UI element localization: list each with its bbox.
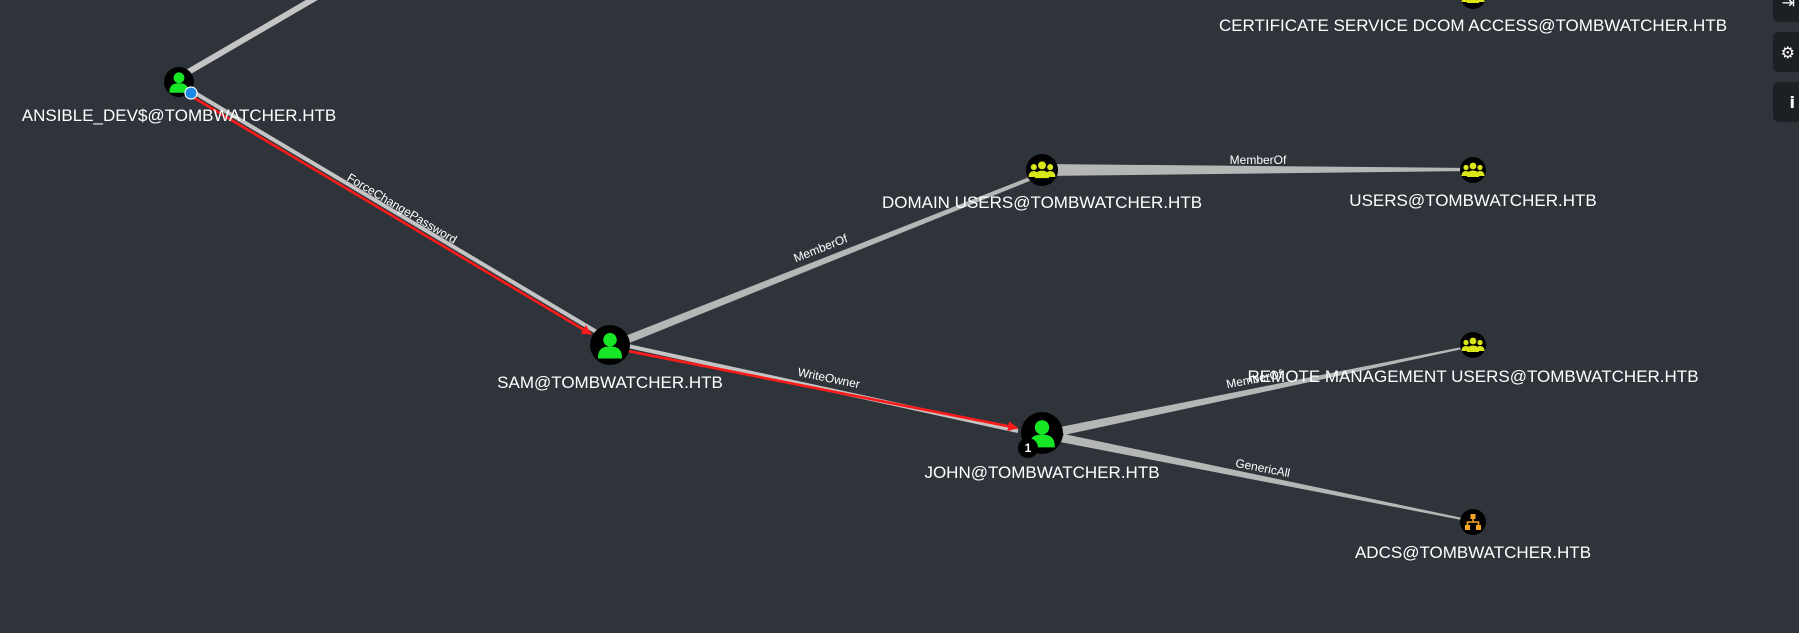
edge-domain-users-memberof-users[interactable]: MemberOf [1042,153,1473,176]
edge-label-memberof: MemberOf [1230,153,1287,167]
node-label: ADCS@TOMBWATCHER.HTB [1355,543,1591,562]
edge-ansible-forcechangepassword-sam[interactable]: ForceChangePassword [185,88,602,336]
node-adcs[interactable]: ADCS@TOMBWATCHER.HTB [1355,509,1591,562]
node-label: ANSIBLE_DEV$@TOMBWATCHER.HTB [22,106,337,125]
node-domain-users[interactable]: DOMAIN USERS@TOMBWATCHER.HTB [882,154,1202,212]
info-icon: i [1789,92,1795,112]
export-icon: ⇥ [1781,0,1795,12]
node-label: DOMAIN USERS@TOMBWATCHER.HTB [882,193,1202,212]
node-label: REMOTE MANAGEMENT USERS@TOMBWATCHER.HTB [1247,367,1698,386]
node-label: USERS@TOMBWATCHER.HTB [1349,191,1596,210]
export-button[interactable]: ⇥ [1773,0,1799,22]
node-users[interactable]: USERS@TOMBWATCHER.HTB [1349,157,1597,210]
node-remote-management-users[interactable]: REMOTE MANAGEMENT USERS@TOMBWATCHER.HTB [1247,332,1699,386]
info-button[interactable]: i [1773,82,1799,122]
node-ansible-dev[interactable]: ANSIBLE_DEV$@TOMBWATCHER.HTB [22,67,337,125]
settings-button[interactable]: ⚙ [1773,32,1799,72]
node-certificate-service-dcom-access[interactable]: CERTIFICATE SERVICE DCOM ACCESS@TOMBWATC… [1219,0,1727,35]
node-label: CERTIFICATE SERVICE DCOM ACCESS@TOMBWATC… [1219,16,1727,35]
gear-icon: ⚙ [1780,42,1795,62]
edge-john-memberof-remote-mgmt[interactable]: MemberOf [1060,345,1472,435]
node-badge: 1 [1025,441,1032,455]
node-sam[interactable]: SAM@TOMBWATCHER.HTB [497,325,723,392]
node-label: JOHN@TOMBWATCHER.HTB [924,463,1159,482]
node-label: SAM@TOMBWATCHER.HTB [497,373,723,392]
edge-label-forcechangepassword: ForceChangePassword [345,170,460,246]
edge-incoming-ansible[interactable] [176,0,322,81]
node-john[interactable]: 1 JOHN@TOMBWATCHER.HTB [924,412,1160,482]
